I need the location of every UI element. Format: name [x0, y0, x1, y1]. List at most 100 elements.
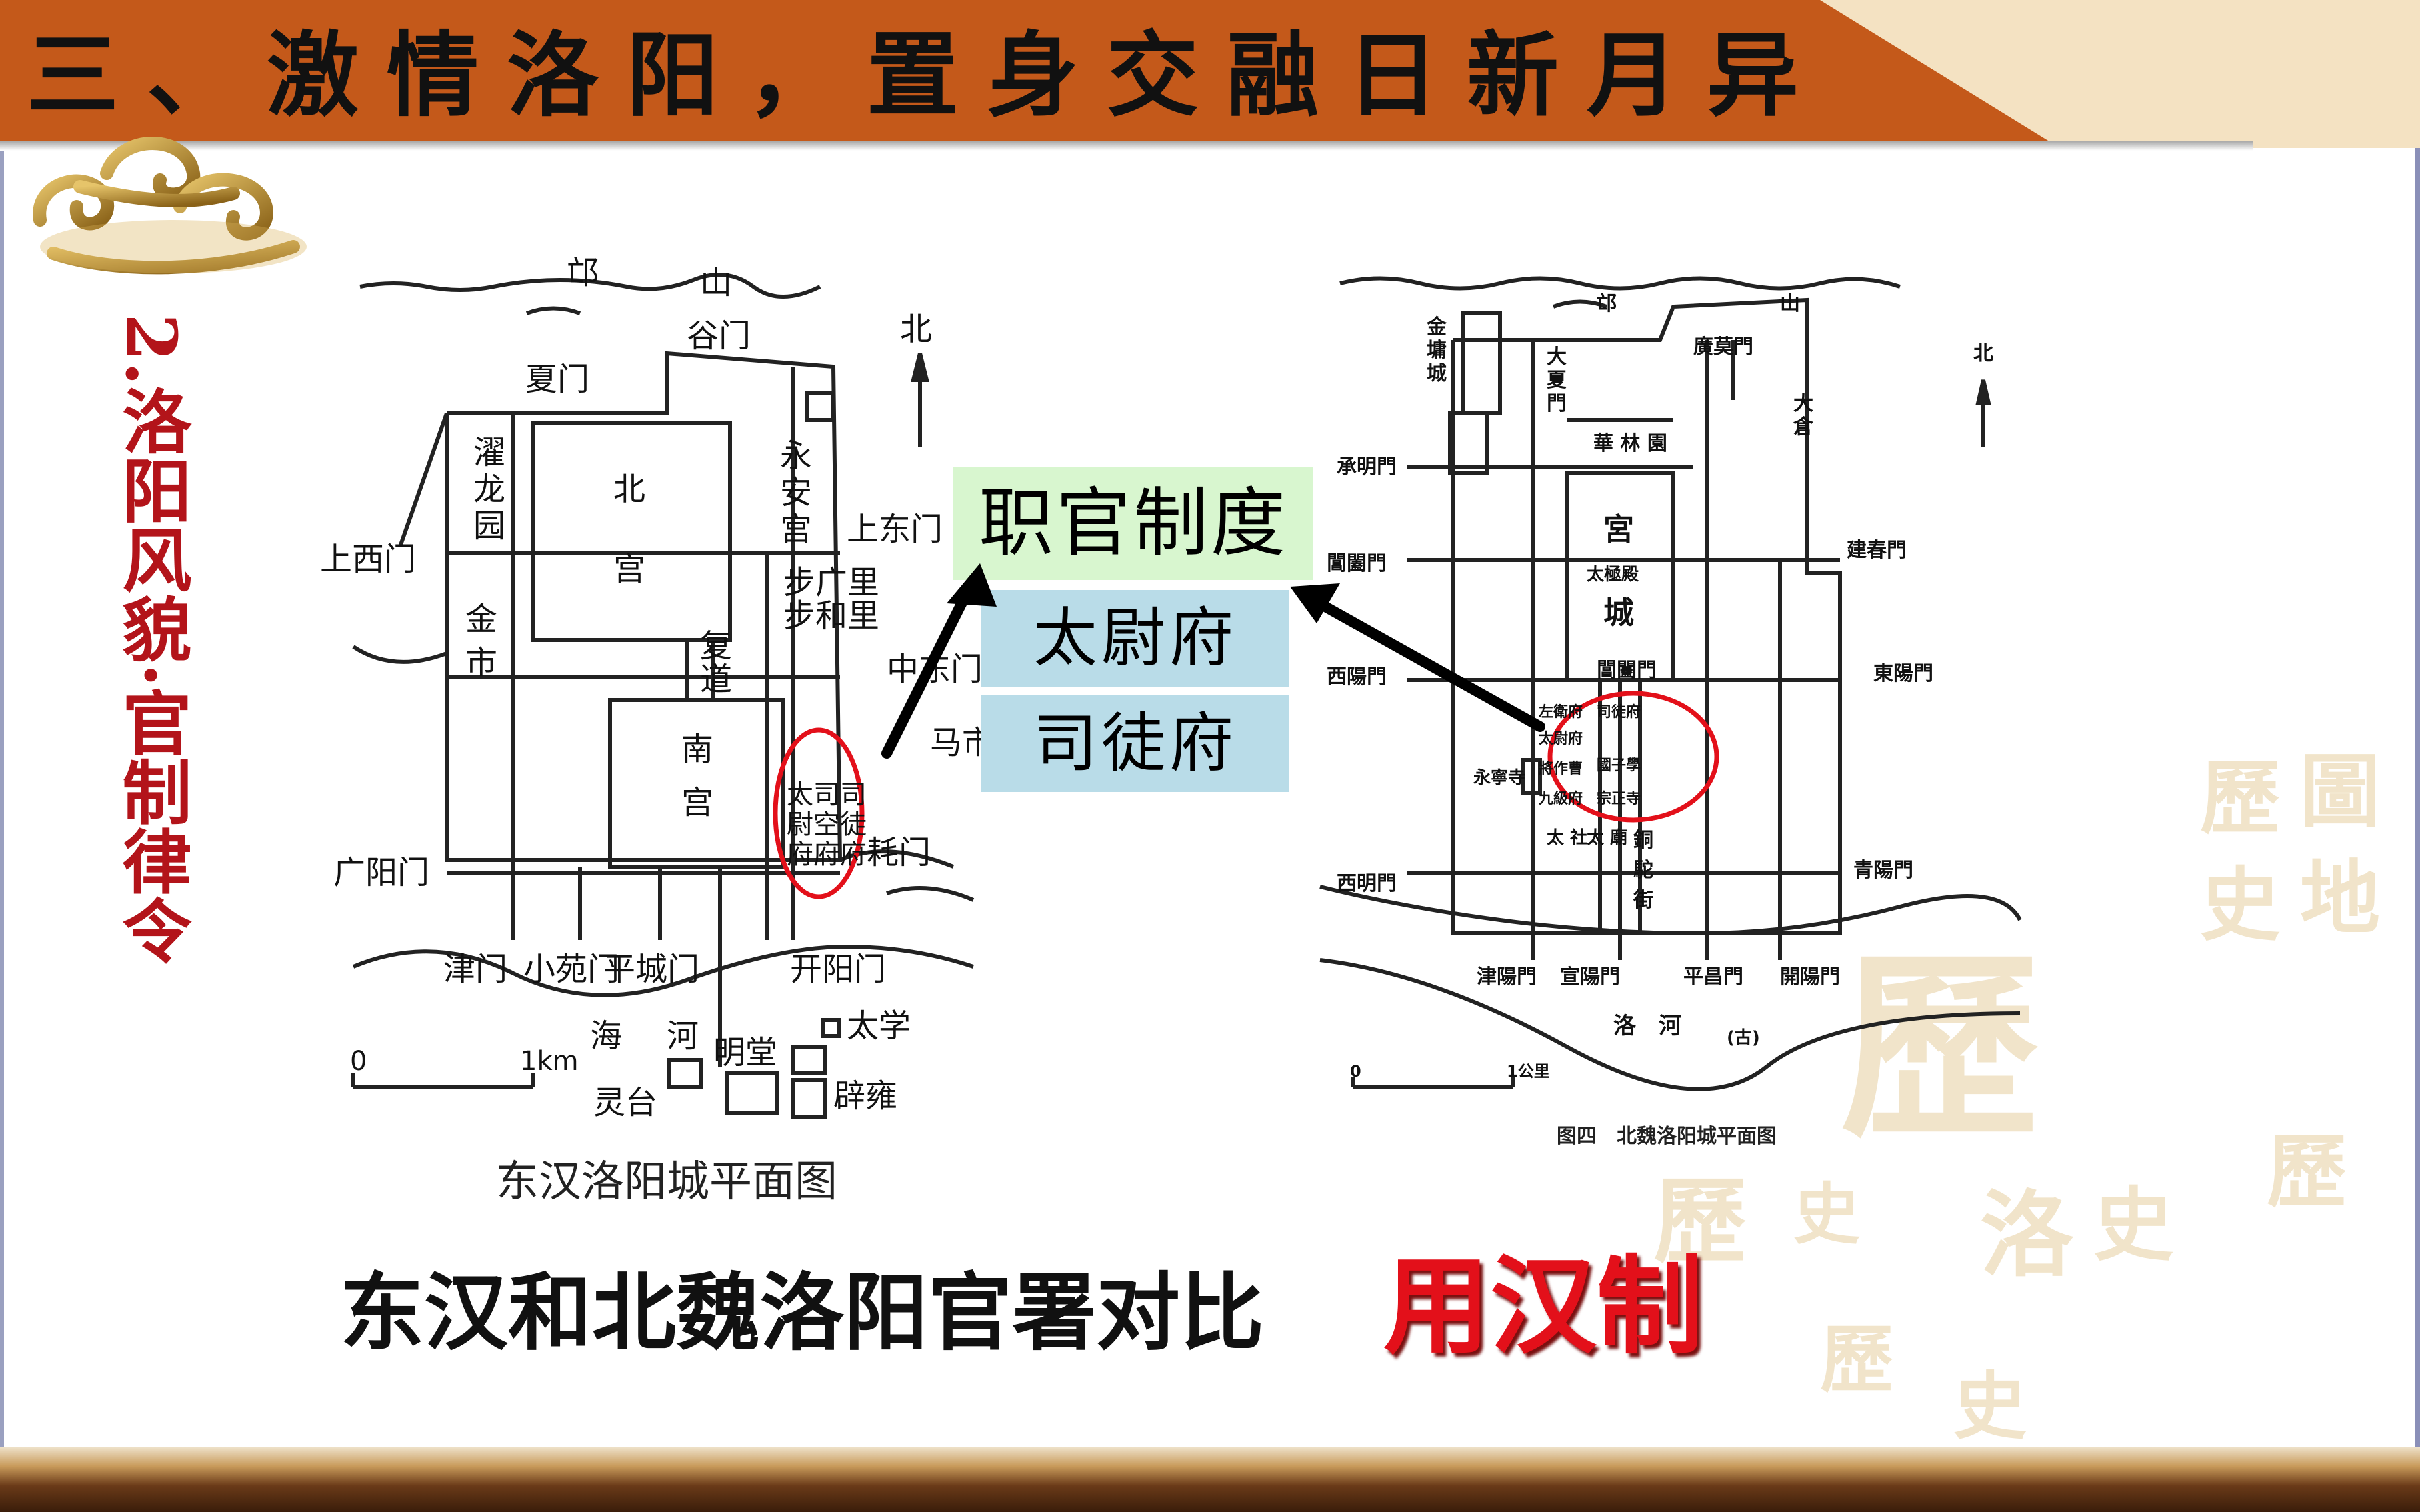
watermark-char: 洛 [1980, 1181, 2074, 1290]
map-label: 北 [613, 471, 645, 508]
map-label: 城 [1603, 595, 1634, 631]
map-label: 承明門 [1337, 455, 1397, 479]
map-label: 永 [780, 437, 812, 475]
map-label: 將作曹 [1539, 760, 1583, 777]
map-label: 安 [780, 474, 812, 511]
map-label: 开阳门 [790, 951, 886, 988]
left-map-caption: 东汉洛阳城平面图 [496, 1157, 837, 1207]
map-label: 司徒府 [1597, 703, 1641, 721]
map-label: 明堂 [713, 1034, 777, 1071]
slide-title: 三、激情洛阳，置身交融日新月异 [27, 21, 1827, 129]
watermark-char: 歷 [2267, 1125, 2347, 1219]
map-label: 九級府 [1538, 790, 1583, 807]
map-label: 宗正寺 [1597, 790, 1641, 807]
map-label: 宮 [1603, 511, 1634, 547]
highlight-caption: 用汉制 [1383, 1244, 1704, 1369]
watermark-char: 史 [2093, 1178, 2173, 1272]
map-label: 閶闔門 [1597, 659, 1657, 682]
map-label: (古) [1727, 1028, 1760, 1048]
map-label: 太学 [847, 1007, 911, 1045]
map-label: 大 [1547, 345, 1567, 369]
map-label: 园 [473, 507, 505, 545]
map-label: 北 [900, 311, 932, 348]
map-label: 大 [1793, 392, 1813, 415]
map-label: 1公里 [1507, 1062, 1550, 1081]
watermark-char: 歷 [1653, 1167, 1747, 1277]
map-label: 上东门 [847, 511, 943, 548]
map-label: 銅 [1633, 829, 1653, 852]
watermark-char: 歷 [1820, 1317, 1893, 1403]
bottom-decorative-band [0, 1447, 2420, 1512]
map-label: 0 [350, 1046, 367, 1077]
map-label: 西明門 [1337, 872, 1397, 895]
map-label: 夏 [1547, 369, 1567, 392]
map-label: 廣莫門 [1693, 335, 1753, 359]
map-label: 金 [465, 601, 497, 638]
map-label: 灵台 [593, 1084, 657, 1121]
map-label: 广阳门 [333, 854, 429, 891]
map-label: 太 廟 [1587, 827, 1627, 848]
northern-wei-luoyang-map: 邙 山 金 墉 城 大 夏 門 廣莫門 北 大 倉 華 林 園 承明門 宮 城 … [1319, 276, 2022, 1091]
map-label: 金 [1426, 315, 1447, 339]
map-label: 0 [1350, 1062, 1361, 1081]
situ-office-box: 司徒府 [981, 695, 1289, 792]
map-label: 夏门 [525, 361, 589, 398]
map-label: 津门 [443, 951, 507, 988]
map-label: 宣陽門 [1560, 965, 1620, 989]
map-label: 辟雍 [833, 1077, 897, 1115]
watermark-char: 史 [1793, 1175, 1860, 1253]
calligraphy-watermark: 歷 圖 史 地 歷 洛 史 歷 史 歷 史 歷 [1627, 733, 2407, 1453]
map-label: 洛 河 [1613, 1013, 1681, 1039]
map-label: 國子學 [1597, 757, 1641, 774]
map-label: 南 [681, 731, 713, 768]
watermark-char: 歷 [1840, 930, 2040, 1165]
map-label: 西陽門 [1327, 665, 1387, 689]
map-label: 墉 [1427, 339, 1447, 362]
map-label: 上西门 [320, 541, 416, 578]
watermark-char: 歷 [2200, 751, 2280, 845]
map-label: 平城门 [603, 951, 699, 988]
map-label: 谷门 [687, 317, 751, 355]
comparison-caption: 东汉和北魏洛阳官署对比 [340, 1264, 1264, 1362]
map-label: 太尉府 [1539, 730, 1583, 747]
map-label: 太 社 [1547, 827, 1587, 848]
map-label: 宫 [613, 551, 645, 588]
watermark-char: 史 [2200, 858, 2280, 952]
watermark-char: 地 [2300, 851, 2380, 945]
map-label: 門 [1547, 392, 1567, 415]
cloud-ornament-icon [33, 137, 307, 275]
watermark-char: 史 [1953, 1363, 2027, 1449]
map-label: 步广里 [783, 564, 879, 601]
map-label: 海 [590, 1017, 622, 1055]
map-label: 山 [1780, 292, 1800, 315]
map-label: 步和里 [783, 597, 879, 635]
map-label: 北 [1973, 342, 1993, 365]
map-label: 市 [465, 644, 497, 681]
map-label: 駝 [1633, 859, 1653, 882]
map-label: 邙 [1597, 292, 1617, 315]
map-label: 府府府 [787, 839, 867, 870]
official-system-box: 职官制度 [953, 467, 1313, 580]
map-label: 平昌門 [1683, 965, 1743, 989]
map-label: 小苑门 [523, 951, 619, 988]
map-label: 津陽門 [1477, 965, 1537, 989]
map-label: 尉空徒 [787, 809, 867, 840]
map-label: 倉 [1793, 415, 1814, 439]
taiwei-office-box: 太尉府 [981, 590, 1289, 687]
map-label: 建春門 [1847, 539, 1907, 562]
vertical-subtitle: 2.洛阳风貌·官制律令 [110, 313, 192, 965]
map-label: 華 林 園 [1593, 432, 1667, 455]
map-label: 開陽門 [1780, 965, 1840, 989]
map-label: 街 [1633, 889, 1653, 912]
map-label: 中东门 [887, 651, 983, 688]
map-label: 左衛府 [1539, 703, 1583, 721]
map-label: 山 [700, 264, 732, 301]
map-label: 永寧寺 [1473, 767, 1525, 788]
watermark-char: 圖 [2300, 745, 2380, 839]
map-label: 閶闔門 [1327, 552, 1387, 575]
map-label: 道 [700, 661, 732, 698]
map-label: 濯 [473, 434, 505, 471]
map-label: 宫 [780, 511, 812, 548]
map-label: 城 [1427, 362, 1447, 385]
